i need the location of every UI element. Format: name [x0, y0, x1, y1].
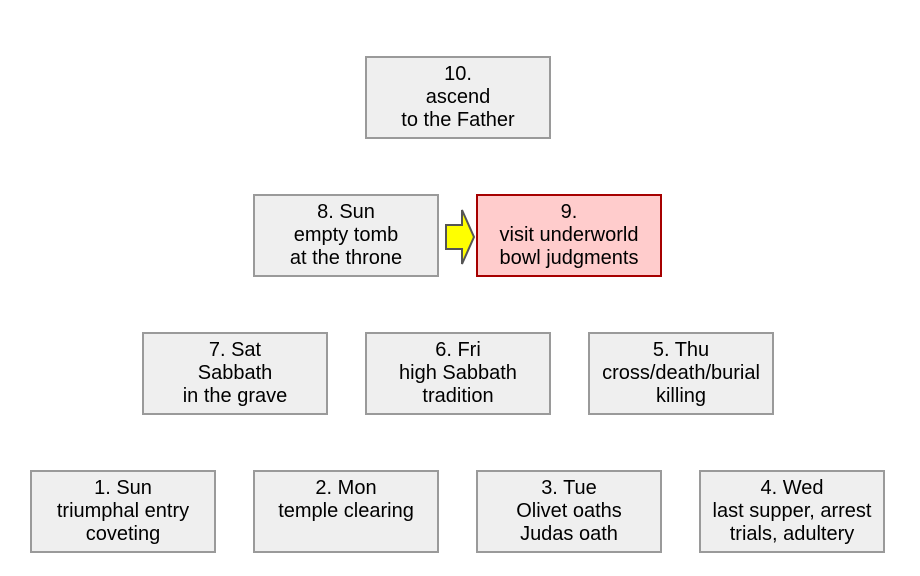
- box-10-line-2: ascend: [425, 86, 491, 108]
- box-5-line-3: killing: [655, 385, 707, 407]
- box-10-line-1: 10.: [444, 63, 472, 85]
- box-7-line-2: Sabbath: [197, 362, 273, 384]
- box-6-line-2: high Sabbath: [399, 362, 517, 384]
- box-7-sat: 7. Sat Sabbath in the grave: [142, 332, 328, 415]
- box-1-sun: 1. Sun triumphal entry coveting: [30, 470, 216, 553]
- box-5-thu: 5. Thu cross/death/burial killing: [588, 332, 774, 415]
- right-arrow-icon: [445, 209, 476, 265]
- box-2-line-1: 2. Mon: [315, 477, 377, 499]
- box-5-line-1: 5. Thu: [652, 339, 710, 361]
- box-3-line-2: Olivet oaths: [516, 500, 622, 522]
- box-6-fri: 6. Fri high Sabbath tradition: [365, 332, 551, 415]
- box-1-line-3: coveting: [85, 523, 161, 545]
- box-4-line-1: 4. Wed: [760, 477, 824, 499]
- box-4-wed: 4. Wed last supper, arrest trials, adult…: [699, 470, 885, 553]
- box-7-line-3: in the grave: [182, 385, 288, 407]
- box-9-line-3: bowl judgments: [499, 247, 639, 269]
- box-4-line-3: trials, adultery: [729, 523, 855, 545]
- box-1-line-2: triumphal entry: [56, 500, 190, 522]
- box-10-line-3: to the Father: [401, 109, 515, 131]
- box-2-mon: 2. Mon temple clearing: [253, 470, 439, 553]
- box-2-line-2: temple clearing: [278, 500, 414, 522]
- box-8-line-3: at the throne: [289, 247, 403, 269]
- box-10-ascend: 10. ascend to the Father: [365, 56, 551, 139]
- box-3-line-3: Judas oath: [520, 523, 618, 545]
- box-1-line-1: 1. Sun: [94, 477, 152, 499]
- box-4-line-2: last supper, arrest: [712, 500, 872, 522]
- box-3-tue: 3. Tue Olivet oaths Judas oath: [476, 470, 662, 553]
- box-7-line-1: 7. Sat: [208, 339, 262, 361]
- box-3-line-1: 3. Tue: [541, 477, 597, 499]
- box-8-sun: 8. Sun empty tomb at the throne: [253, 194, 439, 277]
- box-6-line-3: tradition: [422, 385, 494, 407]
- box-9-line-2: visit underworld: [499, 224, 639, 246]
- box-9-line-1: 9.: [560, 201, 578, 223]
- box-5-line-2: cross/death/burial: [602, 362, 760, 384]
- box-6-line-1: 6. Fri: [435, 339, 481, 361]
- box-8-line-2: empty tomb: [293, 224, 399, 246]
- box-8-line-1: 8. Sun: [317, 201, 375, 223]
- box-9-visit-underworld: 9. visit underworld bowl judgments: [476, 194, 662, 277]
